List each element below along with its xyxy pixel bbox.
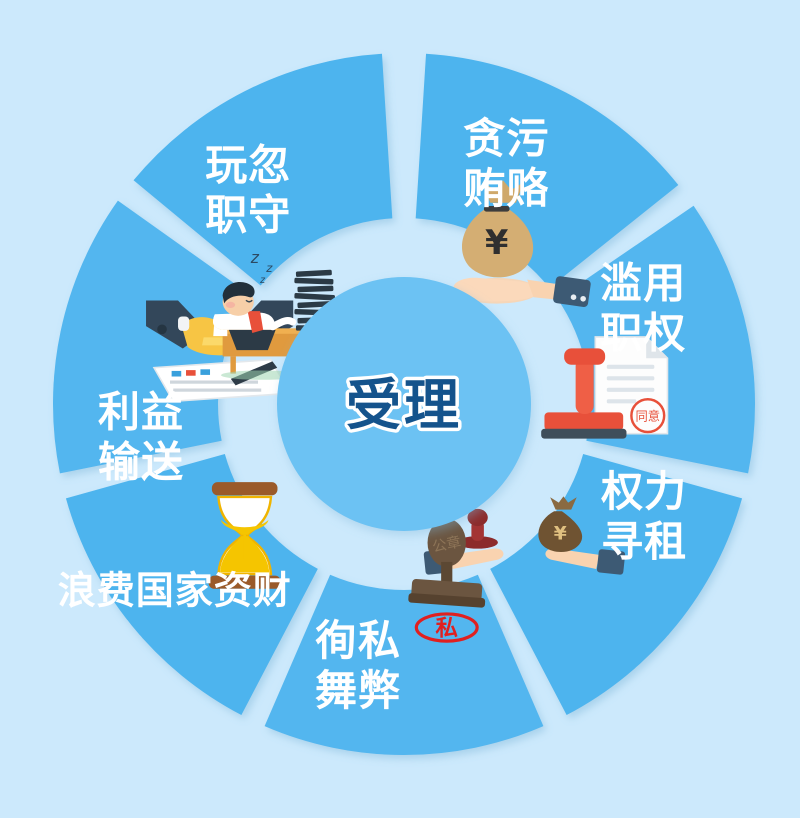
- segment-label-line: 输送: [98, 437, 184, 486]
- segment-label-line: 权力: [600, 467, 687, 516]
- ring-segment-wanhu-zhishou[interactable]: [133, 53, 393, 286]
- segment-label-line: 舞弊: [315, 666, 401, 715]
- segment-label-langfei-guojia-zicai: 浪费国家资财: [58, 569, 292, 613]
- segment-label-line: 寻租: [601, 517, 687, 566]
- segment-label-line: 职守: [205, 191, 291, 240]
- segment-label-wanhu-zhishou: 玩忽职守: [205, 141, 291, 240]
- segment-label-line: 浪费国家资财: [58, 569, 292, 613]
- segment-label-line: 滥用: [600, 258, 686, 307]
- segment-label-tanwu-huilu: 贪污贿赂: [463, 114, 549, 213]
- center-hub-circle[interactable]: [277, 277, 531, 531]
- segment-label-line: 职权: [600, 308, 686, 357]
- segment-label-line: 玩忽: [205, 141, 291, 190]
- segment-label-line: 利益: [98, 387, 184, 436]
- segment-label-liyi-shusong: 利益输送: [98, 387, 184, 486]
- segment-label-xunsi-wubi: 徇私舞弊: [315, 616, 401, 715]
- segment-label-line: 贪污: [463, 114, 549, 163]
- segment-label-line: 徇私: [315, 616, 401, 665]
- segment-label-quanli-xunzu: 权力寻租: [600, 467, 687, 566]
- center-hub-label: 受理: [346, 373, 462, 437]
- ring-segment-liyi-shusong[interactable]: [52, 200, 253, 474]
- segment-label-lanyong-zhiquan: 滥用职权: [600, 258, 686, 357]
- segment-label-line: 贿赂: [463, 164, 549, 213]
